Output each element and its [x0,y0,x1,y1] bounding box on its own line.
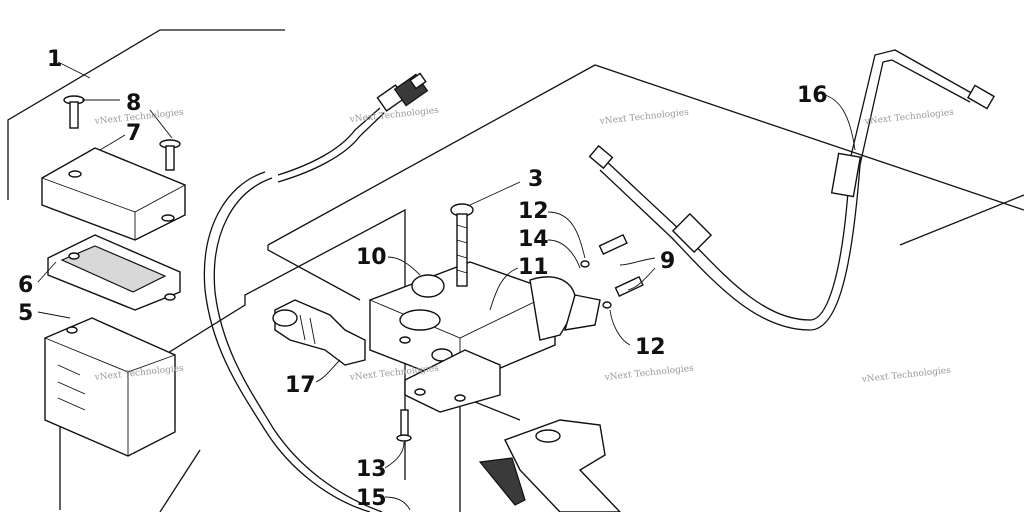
callout-6: 6 [18,273,33,298]
watermark: vNext Technologies [860,366,951,385]
screw-13 [396,409,412,442]
reservoir-gasket [47,234,181,311]
brake-hose-15 [203,107,385,512]
reservoir-screws [63,95,181,171]
callout-11: 11 [518,255,549,280]
electrical-connector [376,72,429,112]
callout-14: 14 [518,227,549,252]
callout-1: 1 [47,47,62,72]
leader-lines [37,61,856,511]
watermark: vNext Technologies [598,108,689,127]
brake-lever [478,419,621,512]
callout-7: 7 [126,121,141,146]
callout-13: 13 [356,457,387,482]
callout-17: 17 [285,373,316,398]
screw-3 [450,203,474,287]
callout-9: 9 [660,249,675,274]
callout-12-bottom: 12 [635,335,666,360]
watermark: vNext Technologies [603,364,694,383]
callout-15: 15 [356,486,387,511]
o-ring-10 [411,274,445,298]
reservoir-fitting [272,299,366,366]
callout-8: 8 [126,91,141,116]
callout-12-top: 12 [518,199,549,224]
screws-9 [580,233,644,309]
brake-line-16 [588,49,995,331]
reservoir-cap [41,147,186,241]
callout-5: 5 [18,301,33,326]
callouts: 1 3 5 6 7 8 9 10 11 12 12 13 14 15 16 17 [18,47,828,511]
callout-10: 10 [356,245,387,270]
callout-16: 16 [797,83,828,108]
reservoir-body [44,317,176,457]
callout-3: 3 [528,167,543,192]
watermark: vNext Technologies [348,106,439,125]
watermark: vNext Technologies [863,108,954,127]
